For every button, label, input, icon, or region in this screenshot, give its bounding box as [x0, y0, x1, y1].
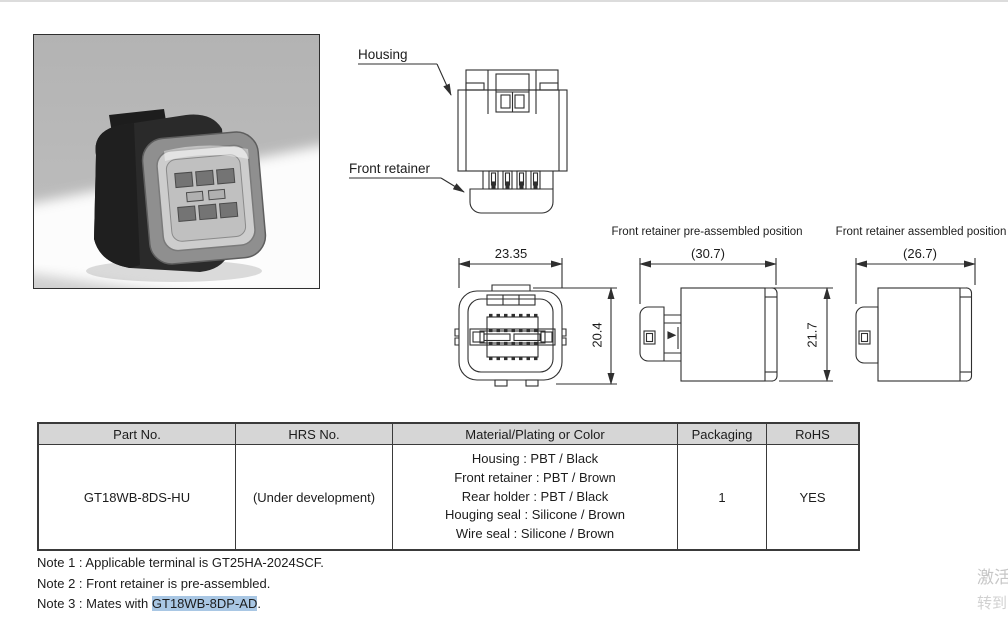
material-line-rear-holder: Rear holder : PBT / Black [461, 488, 609, 504]
note-3-selected-text: GT18WB-8DP-AD [151, 596, 258, 611]
material-line-housing-seal: Houging seal : Silicone / Brown [445, 507, 625, 523]
spec-table-data-row: GT18WB-8DS-HU (Under development) Housin… [39, 445, 858, 549]
dim-preassembled-width: (30.7) [691, 246, 725, 261]
note-3: Note 3 : Mates with GT18WB-8DP-AD. [37, 596, 261, 611]
spec-table: Part No. HRS No. Material/Plating or Col… [37, 422, 860, 551]
preassembled-view-title: Front retainer pre-assembled position [611, 226, 803, 238]
dim-assembled-width: (26.7) [903, 246, 937, 261]
assembled-view-drawing [855, 258, 976, 382]
front-retainer-callout-label: Front retainer [349, 161, 431, 176]
product-photo [33, 34, 320, 289]
preassembled-view-drawing [639, 258, 833, 382]
note-1: Note 1 : Applicable terminal is GT25HA-2… [37, 555, 324, 570]
callout-leader-lines [349, 63, 465, 193]
top-view-drawing [457, 69, 568, 214]
housing-side-outline-assembled [877, 287, 961, 382]
terminal-pins [488, 170, 541, 190]
note-3-suffix: . [257, 596, 261, 611]
col-header-hrs-no: HRS No. [236, 424, 393, 445]
activation-watermark: 激活 转到 [977, 565, 1008, 617]
front-view-drawing [454, 258, 617, 387]
assembled-view-title: Front retainer assembled position [835, 226, 1007, 238]
material-line-housing: Housing : PBT / Black [471, 451, 599, 466]
product-photo-image [34, 35, 319, 288]
cell-hrs-no: (Under development) [236, 445, 393, 549]
material-line-wire-seal: Wire seal : Silicone / Brown [455, 526, 615, 542]
watermark-line-1: 激活 [977, 568, 1008, 587]
housing-cap-outline [465, 69, 559, 91]
cell-rohs: YES [799, 489, 826, 505]
note-3-prefix: Note 3 : Mates with [37, 596, 152, 611]
retainer-side-outline-assembled [855, 306, 879, 364]
dim-front-width: 23.35 [494, 246, 528, 261]
material-line-front-retainer: Front retainer : PBT / Brown [454, 469, 616, 485]
cell-material-list: Housing : PBT / Black Front retainer : P… [393, 445, 678, 549]
front-retainer-outline [469, 188, 554, 214]
retainer-side-outline [639, 306, 665, 362]
col-header-rohs: RoHS [767, 424, 858, 445]
contact-block [479, 313, 546, 361]
col-header-packaging: Packaging [678, 424, 767, 445]
housing-callout-label: Housing [358, 47, 408, 62]
housing-side-outline [680, 287, 766, 382]
col-header-part-no: Part No. [39, 424, 236, 445]
cell-packaging: 1 [678, 445, 767, 549]
watermark-line-2: 转到 [977, 595, 1008, 612]
col-header-material: Material/Plating or Color [393, 424, 678, 445]
spec-table-header-row: Part No. HRS No. Material/Plating or Col… [39, 424, 858, 445]
cell-part-no: GT18WB-8DS-HU [39, 445, 236, 549]
connector-photo [94, 109, 267, 272]
note-2: Note 2 : Front retainer is pre-assembled… [37, 576, 271, 591]
